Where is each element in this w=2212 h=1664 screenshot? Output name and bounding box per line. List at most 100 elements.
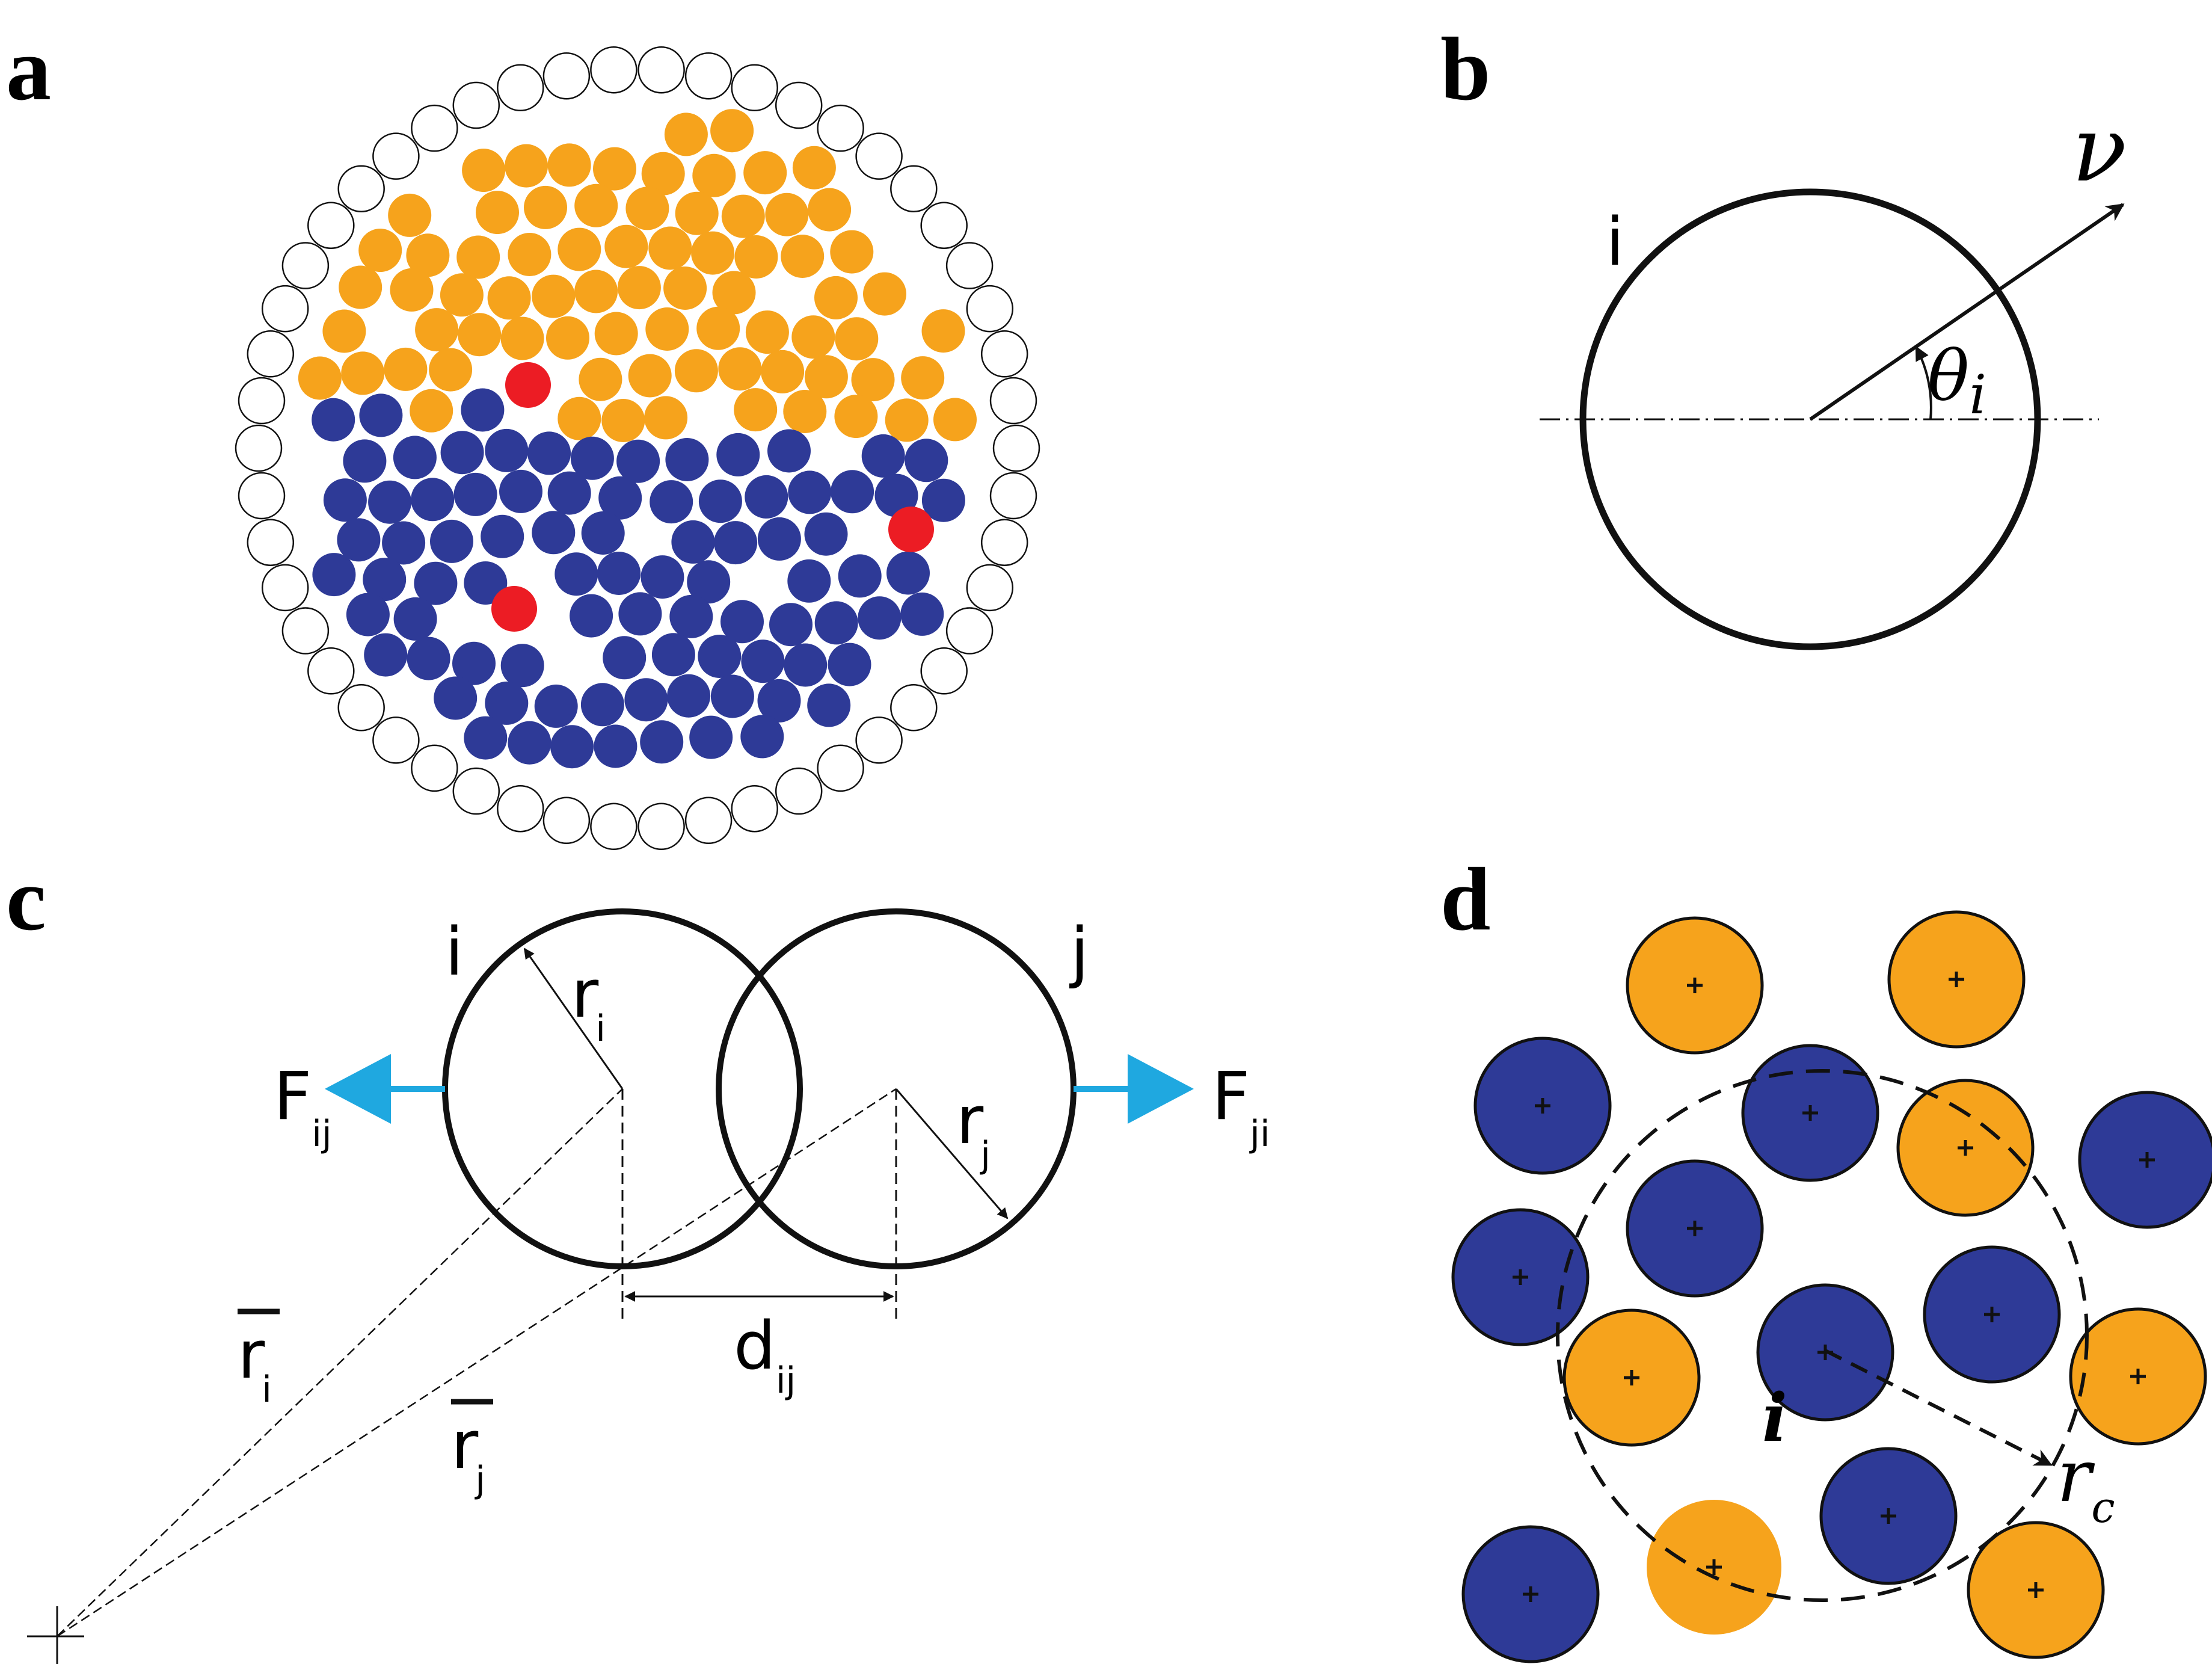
position-i-vector [57, 1088, 623, 1637]
boundary-particle [966, 285, 1014, 333]
orange-particle [692, 153, 736, 197]
blue-particle [312, 553, 356, 597]
boundary-particle [775, 767, 823, 815]
boundary-particle [817, 104, 864, 152]
blue-particle [710, 674, 754, 718]
orange-particle [712, 271, 756, 315]
boundary-particle [775, 81, 823, 129]
orange-particle [696, 306, 740, 350]
blue-particle [323, 478, 367, 522]
boundary-particle [684, 797, 733, 845]
boundary-particle [684, 52, 733, 100]
blue-particle [767, 429, 811, 473]
blue-particle [861, 434, 905, 478]
boundary-particle [372, 716, 420, 764]
orange-particle [851, 358, 895, 402]
boundary-particle [817, 744, 864, 792]
blue-particle [650, 480, 693, 524]
cutoff-label: rc [2057, 1435, 2115, 1532]
blue-particle [788, 470, 832, 514]
particle-i-label: i [445, 913, 464, 990]
boundary-particle [980, 330, 1028, 378]
panel-letter-a: a [6, 19, 51, 119]
orange-particle [546, 316, 589, 360]
orange-particle [745, 310, 789, 354]
radius-i-arrow [523, 948, 624, 1089]
force-ij-head [325, 1054, 391, 1124]
boundary-particle [307, 202, 355, 249]
blue-particle [499, 469, 542, 513]
boundary-particle [261, 564, 309, 612]
blue-particle [594, 724, 637, 768]
inner-particles [298, 109, 977, 769]
position-j-vector [57, 1088, 897, 1638]
boundary-particle [590, 46, 637, 94]
orange-particle [765, 193, 809, 236]
orange-particle [579, 357, 622, 401]
orange-particle [835, 317, 879, 361]
orange-particle [783, 390, 827, 433]
blue-particle [828, 642, 871, 686]
blue-particle [886, 551, 930, 595]
blue-particle [440, 431, 484, 475]
blue-particle [343, 439, 387, 483]
blue-particle [485, 428, 529, 472]
blue-particle [464, 561, 508, 605]
boundary-particle [890, 684, 938, 732]
blue-particle [669, 594, 713, 638]
blue-particle [430, 519, 473, 563]
blue-particle [407, 636, 450, 680]
blue-particle [393, 597, 437, 641]
red-particle [491, 586, 537, 632]
boundary-particle [992, 424, 1040, 472]
blue-particle [312, 398, 355, 442]
orange-particle [710, 109, 754, 153]
orange-particle [574, 270, 618, 313]
orange-particle [410, 389, 453, 433]
boundary-particle [235, 424, 283, 472]
blue-particle [337, 518, 381, 562]
blue-particle [346, 593, 390, 636]
orange-particle [298, 356, 342, 400]
orange-particle [674, 349, 718, 393]
blue-particle [461, 388, 505, 432]
orange-particle [641, 152, 685, 196]
force-ji-label: Fji [1212, 1058, 1270, 1155]
blue-particle [838, 554, 882, 598]
orange-particle [691, 231, 735, 275]
blue-particle [757, 679, 801, 723]
boundary-particle [307, 647, 355, 695]
particle-j-label: j [1069, 913, 1089, 990]
blue-particle [640, 720, 684, 764]
panel-letter-c: c [6, 849, 46, 949]
orange-particle [487, 276, 531, 320]
boundary-particle [281, 242, 330, 289]
orange-particle [593, 147, 636, 191]
blue-particle [382, 521, 426, 565]
force-ij-label: Fij [274, 1058, 332, 1155]
orange-particle [885, 398, 929, 442]
cutoff-circle [1556, 1069, 2089, 1602]
orange-particle [500, 316, 544, 360]
blue-particle [716, 433, 760, 476]
orange-particle [384, 347, 428, 391]
neighbor-particles [1451, 910, 2212, 1663]
orange-particle [625, 186, 669, 230]
boundary-particle [452, 767, 500, 815]
blue-particle [464, 716, 508, 760]
blue-particle [807, 683, 851, 727]
blue-particle [555, 552, 598, 596]
orange-particle [808, 188, 852, 232]
blue-particle [618, 592, 662, 636]
boundary-particle [497, 64, 544, 112]
radius-j-label: rj [956, 1082, 991, 1176]
boundary-particle [855, 716, 903, 764]
orange-particle [440, 273, 484, 317]
blue-particle [616, 439, 660, 483]
blue-particle [757, 517, 801, 561]
force-ji-head [1128, 1054, 1194, 1124]
boundary-particles [235, 46, 1040, 851]
boundary-particle [637, 803, 685, 851]
blue-particle [527, 431, 571, 475]
orange-particle [648, 226, 692, 270]
